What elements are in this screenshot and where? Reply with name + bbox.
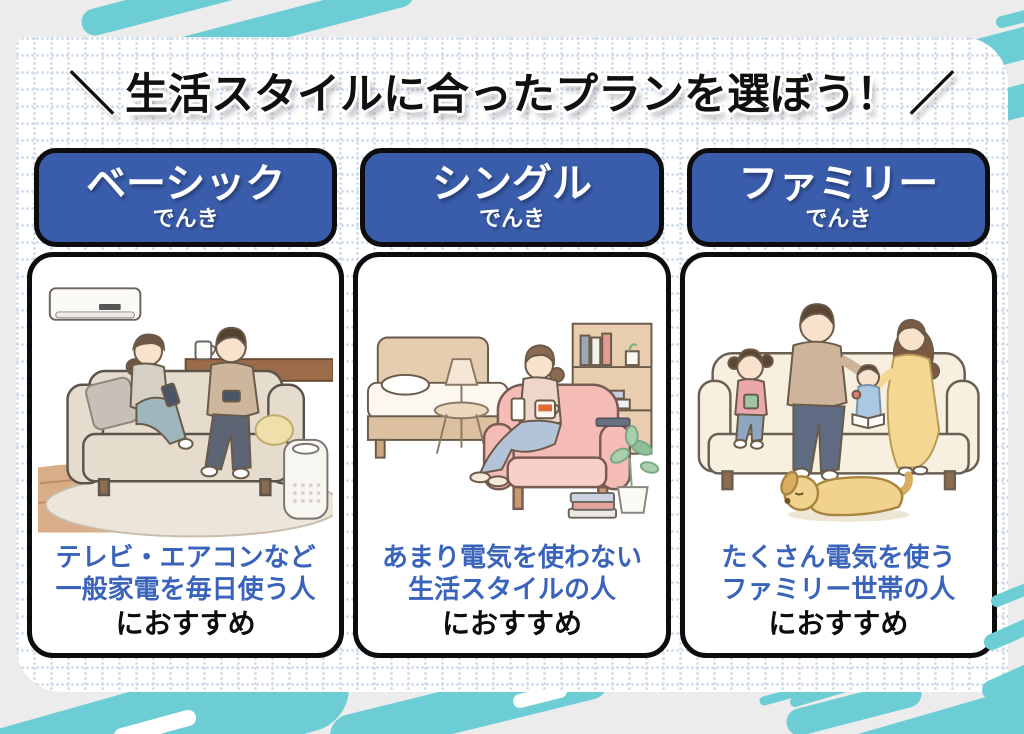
air-conditioner-icon [48, 287, 142, 321]
plan-card-family: ファミリー でんき [679, 148, 997, 658]
recommend-label: におすすめ [115, 608, 256, 640]
air-purifier-icon [283, 438, 329, 520]
page-title-row: ＼ 生活スタイルに合ったプランを選ぼう！ ／ [0, 58, 1024, 124]
description-line-1: あまり電気を使わない [381, 541, 642, 572]
plan-card-basic: ベーシック でんき [27, 148, 345, 658]
plan-suffix: でんき [805, 205, 872, 231]
description-line-1: たくさん電気を使う [721, 541, 956, 572]
plan-body-family: たくさん電気を使う ファミリー世帯の人 におすすめ [679, 252, 997, 658]
plan-name: ベーシック [86, 162, 286, 206]
plan-name: シングル [431, 162, 592, 206]
recommend-label: におすすめ [768, 608, 909, 640]
plan-header-family: ファミリー でんき [686, 148, 990, 247]
plan-description: あまり電気を使わない 生活スタイルの人 におすすめ [358, 542, 665, 653]
plan-name: ファミリー [738, 162, 939, 206]
plan-body-basic: テレビ・エアコンなど 一般家電を毎日使う人 におすすめ [27, 252, 345, 658]
description-line-2: 生活スタイルの人 [407, 573, 616, 604]
recommend-label: におすすめ [441, 608, 582, 640]
page-title: 生活スタイルに合ったプランを選ぼう！ [125, 71, 899, 119]
plan-suffix: でんき [152, 205, 219, 231]
description-line-2: 一般家電を毎日使う人 [55, 573, 316, 604]
description-line-1: テレビ・エアコンなど [55, 541, 316, 572]
single-plan-illustration [358, 257, 665, 542]
plan-description: たくさん電気を使う ファミリー世帯の人 におすすめ [685, 542, 992, 653]
plan-description: テレビ・エアコンなど 一般家電を毎日使う人 におすすめ [32, 542, 339, 653]
title-slash-left-icon: ＼ [69, 68, 115, 120]
family-plan-illustration [685, 257, 992, 542]
description-line-2: ファミリー世帯の人 [721, 573, 956, 604]
plan-cards-row: ベーシック でんき [27, 148, 997, 658]
plan-card-single: シングル でんき [353, 148, 671, 658]
title-slash-right-icon: ／ [909, 68, 955, 120]
plan-header-single: シングル でんき [360, 148, 664, 247]
basic-plan-illustration [32, 257, 339, 542]
plan-header-basic: ベーシック でんき [34, 148, 338, 247]
plan-suffix: でんき [478, 205, 545, 231]
plan-body-single: あまり電気を使わない 生活スタイルの人 におすすめ [353, 252, 671, 658]
